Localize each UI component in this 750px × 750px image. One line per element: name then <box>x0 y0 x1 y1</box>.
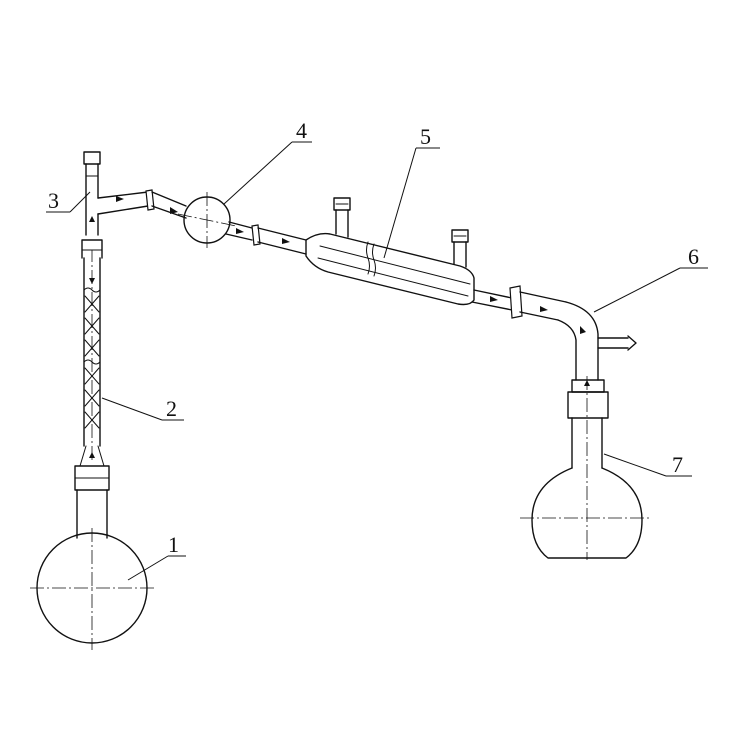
label-flask: 1 <box>168 532 179 557</box>
boiling-flask <box>30 445 155 650</box>
condenser <box>305 197 523 319</box>
distillation-head <box>83 151 149 236</box>
leader-lines <box>46 141 708 581</box>
label-receiver: 7 <box>672 452 683 477</box>
fractionating-column <box>81 216 103 460</box>
safety-bulb <box>145 189 307 255</box>
label-adapter: 6 <box>688 244 699 269</box>
label-head: 3 <box>48 188 59 213</box>
bent-adapter <box>519 291 637 381</box>
label-condenser: 5 <box>420 124 431 149</box>
label-column: 2 <box>166 396 177 421</box>
label-trap: 4 <box>296 118 307 143</box>
receiving-flask <box>520 376 652 560</box>
